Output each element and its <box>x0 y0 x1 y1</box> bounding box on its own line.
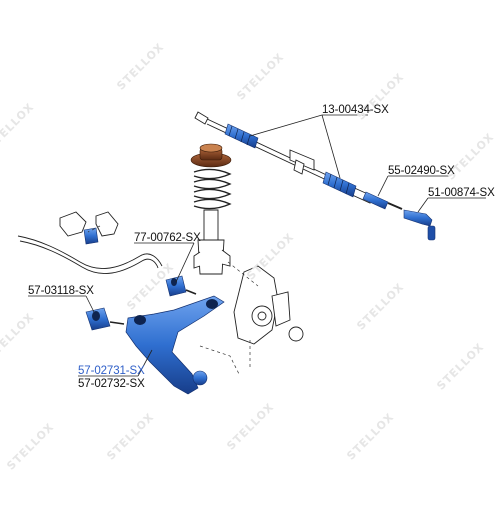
lower-control-arm <box>125 295 225 395</box>
strut-assembly <box>190 143 232 275</box>
callout-label-arm-rear-bushing: 57-03118-SX <box>28 285 94 297</box>
callout-label-inner-tie-rod: 55-02490-SX <box>388 165 455 177</box>
leader-lines <box>28 114 486 377</box>
steering-knuckle <box>233 265 304 345</box>
stabilizer-link-bushing <box>165 275 197 297</box>
arm-rear-bushing <box>85 307 125 331</box>
callout-label-control-arm-right: 57-02732-SX <box>78 378 145 390</box>
rack-boot-left <box>224 123 259 149</box>
callout-label-tie-rod-end: 51-00874-SX <box>428 187 495 199</box>
assembly-guides <box>87 225 259 377</box>
tie-rod-end <box>403 209 436 241</box>
callout-label-control-arm-left: 57-02731-SX <box>78 365 145 377</box>
stabilizer-bar-bushing <box>83 227 99 245</box>
inner-tie-rod <box>362 191 403 210</box>
stabilizer-bar <box>17 211 163 274</box>
callout-label-stabilizer-bushing: 77-00762-SX <box>134 232 201 244</box>
rack-boot-right <box>322 171 357 198</box>
callout-label-steering-rack-boot: 13-00434-SX <box>322 104 389 116</box>
